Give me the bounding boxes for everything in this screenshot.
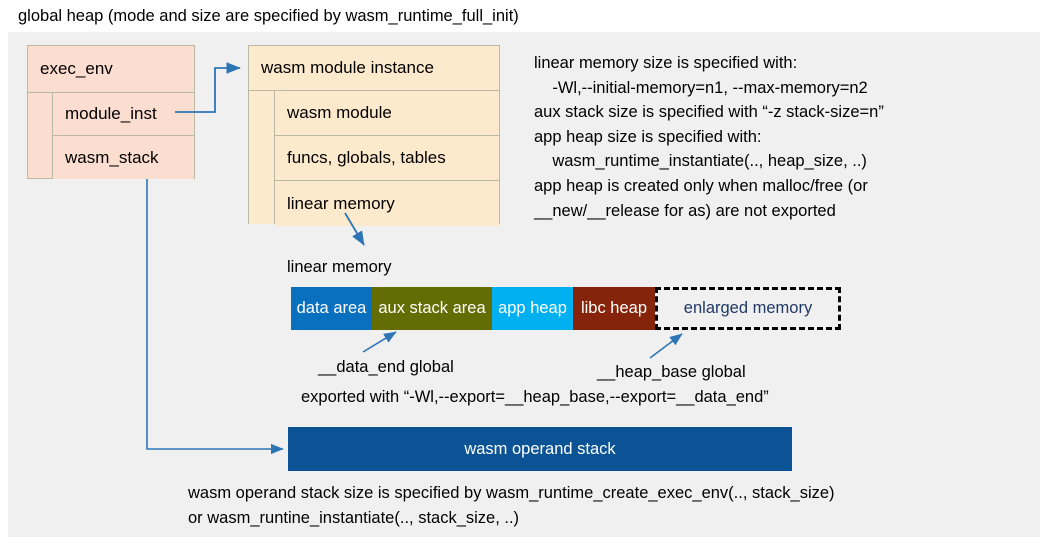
- operand-stack-notes: wasm operand stack size is specified by …: [188, 484, 835, 527]
- exec-env-body: module_inst wasm_stack: [28, 93, 194, 179]
- memory-configuration-notes: linear memory size is specified with: -W…: [534, 54, 884, 220]
- diagram-title: global heap (mode and size are specified…: [18, 7, 519, 25]
- export-flags-note: exported with “-Wl,--export=__heap_base,…: [301, 388, 769, 406]
- data-end-global-label: __data_end global: [318, 358, 454, 376]
- wasm-module-instance-gutter: [249, 91, 275, 224]
- memory-segment-data-area: data area: [291, 287, 372, 330]
- exec-env-gutter: [28, 93, 53, 178]
- memory-segment-libc-heap: libc heap: [573, 287, 655, 330]
- wasm-instance-row-wasm-module: wasm module: [275, 91, 499, 136]
- exec-env-header: exec_env: [28, 46, 194, 93]
- memory-segment-app-heap: app heap: [492, 287, 573, 330]
- wasm-instance-row-linear-memory: linear memory: [275, 181, 499, 226]
- wasm-module-instance-rows: wasm module funcs, globals, tables linea…: [275, 91, 499, 226]
- wasm-instance-row-funcs-globals-tables: funcs, globals, tables: [275, 136, 499, 181]
- exec-env-box: exec_env module_inst wasm_stack: [27, 45, 195, 179]
- exec-env-row-wasm-stack: wasm_stack: [53, 136, 194, 179]
- wasm-operand-stack-box: wasm operand stack: [288, 427, 792, 471]
- linear-memory-bar: data area aux stack area app heap libc h…: [291, 287, 841, 330]
- memory-segment-aux-stack-area: aux stack area: [372, 287, 492, 330]
- wasm-module-instance-body: wasm module funcs, globals, tables linea…: [249, 91, 499, 226]
- linear-memory-caption: linear memory: [287, 258, 392, 276]
- exec-env-row-module-inst: module_inst: [53, 93, 194, 136]
- heap-base-global-label: __heap_base global: [597, 363, 746, 381]
- memory-segment-enlarged-memory: enlarged memory: [655, 287, 841, 330]
- wasm-module-instance-header: wasm module instance: [249, 46, 499, 91]
- wasm-module-instance-box: wasm module instance wasm module funcs, …: [248, 45, 500, 226]
- exec-env-rows: module_inst wasm_stack: [53, 93, 194, 179]
